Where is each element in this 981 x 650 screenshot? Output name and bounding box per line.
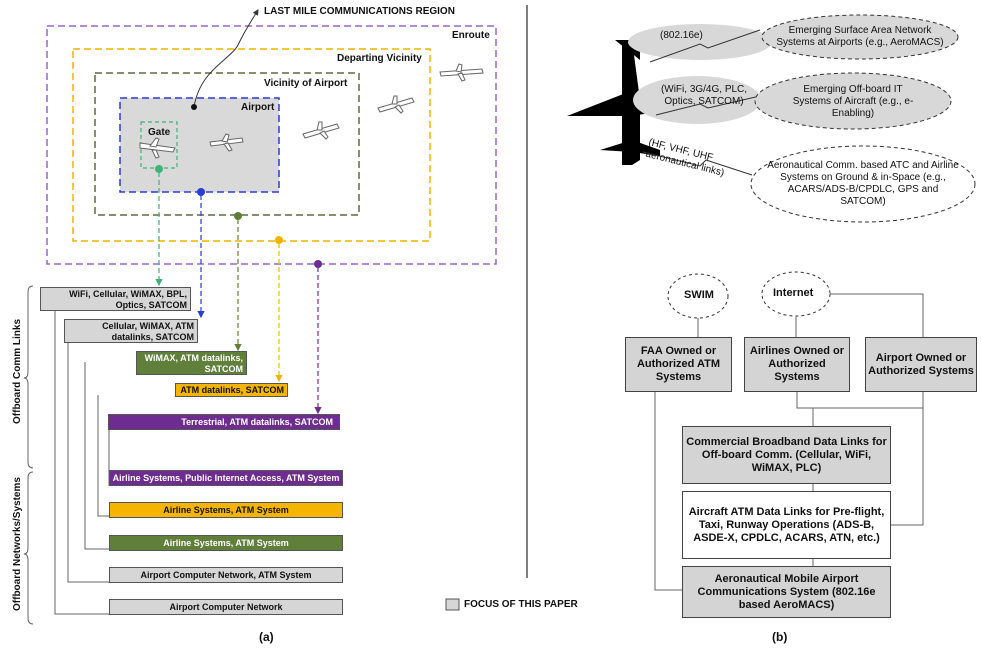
- offboard-comm-links-label: Offboard Comm Links: [12, 318, 23, 424]
- system-box-departing: Airline Systems, ATM System: [109, 502, 343, 518]
- system-box-gate: Airport Computer Network: [109, 599, 343, 615]
- cloud-text-aero: Aeronautical Comm. based ATC and Airline…: [767, 160, 959, 207]
- link-text: ATM datalinks, SATCOM: [180, 385, 284, 395]
- internet-label: Internet: [773, 287, 814, 299]
- airlines-text: Airlines Owned or Authorized Systems: [749, 345, 845, 383]
- last-mile-pointer: [193, 9, 259, 108]
- broadband-text: Commercial Broadband Data Links for Off-…: [686, 435, 887, 474]
- aeromacs-box: Aeronautical Mobile Airport Communicatio…: [682, 566, 891, 618]
- offboard-networks-label: Offboard Networks/Systems: [12, 477, 23, 611]
- link-box-gate: WiFi, Cellular, WiMAX, BPL, Optics, SATC…: [40, 287, 191, 311]
- link-box-enroute: Terrestrial, ATM datalinks, SATCOM: [108, 414, 340, 430]
- cloud-aeromacs: [761, 14, 959, 60]
- departing-label: Departing Vicinity: [337, 53, 422, 64]
- system-text: Airport Computer Network, ATM System: [140, 570, 312, 580]
- cloud-aero: [750, 145, 976, 223]
- caption-a: (a): [259, 630, 274, 644]
- airport-label: Airport: [241, 102, 275, 113]
- gate-label: Gate: [148, 127, 171, 138]
- atm-datalinks-text: Aircraft ATM Data Links for Pre-flight, …: [688, 505, 885, 544]
- cloud-swim: [667, 273, 729, 319]
- broadband-box: Commercial Broadband Data Links for Off-…: [682, 426, 891, 484]
- airplane-icons: [139, 63, 484, 159]
- airport-owned-text: Airport Owned or Authorized Systems: [868, 351, 974, 377]
- enroute-label: Enroute: [452, 30, 490, 41]
- system-box-enroute: Airline Systems, Public Internet Access,…: [109, 470, 343, 486]
- enroute-region: [46, 25, 497, 265]
- link-text: Terrestrial, ATM datalinks, SATCOM: [181, 417, 333, 427]
- link-label-80216e: (802.16e): [660, 30, 703, 41]
- airlines-box: Airlines Owned or Authorized Systems: [744, 337, 850, 392]
- system-text: Airport Computer Network: [169, 602, 283, 612]
- last-mile-label: LAST MILE COMMUNICATIONS REGION: [264, 6, 455, 17]
- caption-b: (b): [772, 630, 788, 644]
- system-text: Airline Systems, Public Internet Access,…: [112, 473, 340, 483]
- system-box-vicinity: Airline Systems, ATM System: [109, 535, 343, 551]
- departing-region: [72, 48, 431, 242]
- link-text: WiFi, Cellular, WiMAX, BPL, Optics, SATC…: [69, 289, 187, 310]
- system-text: Airline Systems, ATM System: [163, 505, 289, 515]
- faa-text: FAA Owned or Authorized ATM Systems: [636, 345, 721, 383]
- swim-label: SWIM: [684, 289, 714, 301]
- airport-owned-box: Airport Owned or Authorized Systems: [865, 337, 977, 392]
- system-text: Airline Systems, ATM System: [163, 538, 289, 548]
- link-box-vicinity: WiMAX, ATM datalinks, SATCOM: [136, 351, 247, 375]
- link-text: Cellular, WiMAX, ATM datalinks, SATCOM: [102, 321, 194, 342]
- vicinity-label: Vicinity of Airport: [264, 78, 348, 89]
- aeromacs-text: Aeronautical Mobile Airport Communicatio…: [697, 572, 876, 611]
- cloud-text-aeromacs: Emerging Surface Area Network Systems at…: [776, 25, 944, 48]
- cloud-text-eenabling: Emerging Off-board IT Systems of Aircraf…: [792, 84, 914, 119]
- link-box-airport: Cellular, WiMAX, ATM datalinks, SATCOM: [64, 319, 198, 343]
- cloud-eenabling: [754, 72, 952, 130]
- link-box-departing: ATM datalinks, SATCOM: [175, 383, 288, 397]
- link-text: WiMAX, ATM datalinks, SATCOM: [144, 353, 243, 374]
- link-label-wifi: (WiFi, 3G/4G, PLC, Optics, SATCOM): [660, 84, 748, 107]
- vicinity-region: [94, 72, 360, 216]
- atm-datalinks-box: Aircraft ATM Data Links for Pre-flight, …: [682, 491, 891, 559]
- legend-label: FOCUS OF THIS PAPER: [464, 599, 578, 610]
- faa-box: FAA Owned or Authorized ATM Systems: [625, 337, 732, 392]
- system-box-airport: Airport Computer Network, ATM System: [109, 567, 343, 583]
